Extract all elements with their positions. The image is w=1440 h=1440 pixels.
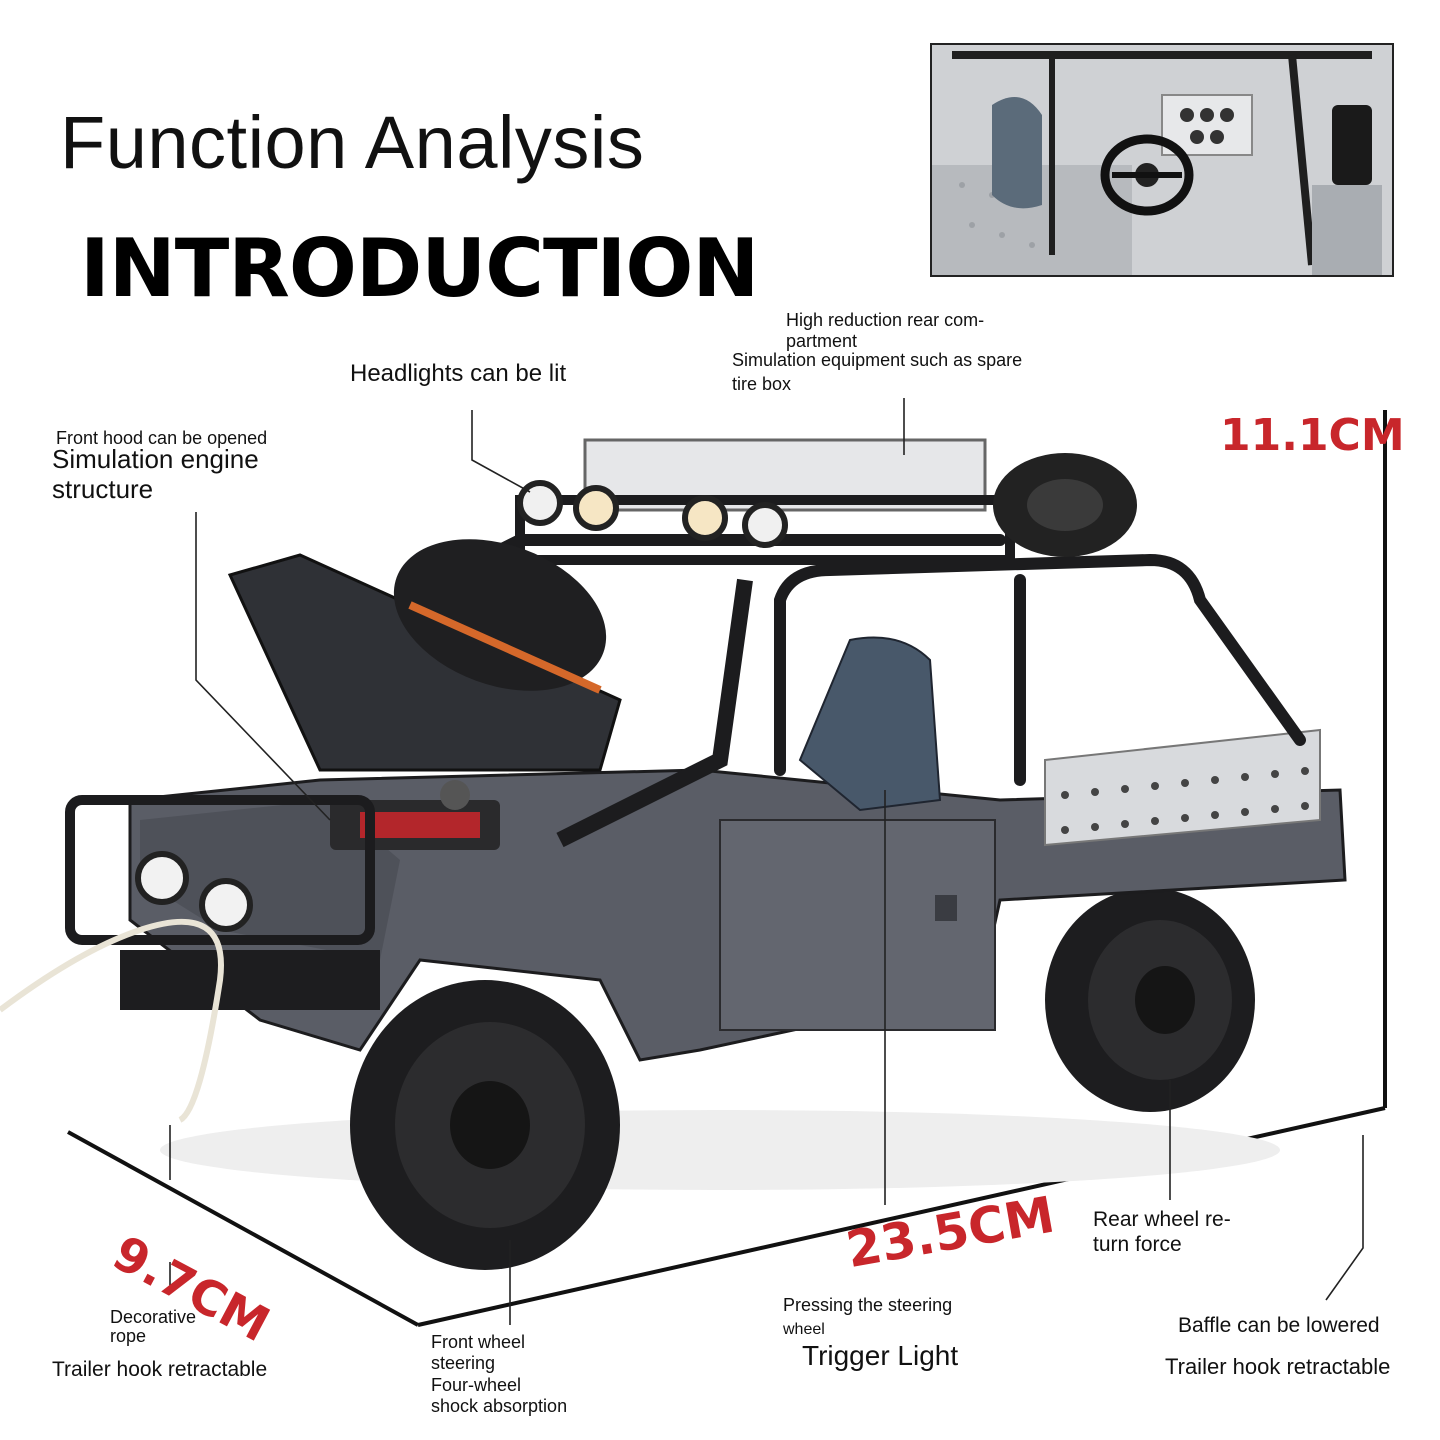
callout-rear-wheel-2: turn force [1093,1233,1182,1256]
headlight-icon [517,480,788,548]
leader-lines [169,398,1364,1325]
callout-front-wheel-2: steering [431,1353,496,1373]
callout-rear-compartment-2: partment [786,331,858,351]
callout-steering-press-2: wheel [783,1321,825,1338]
callout-trailer-hook-right: Trailer hook retractable [1165,1354,1391,1379]
callout-decorative-rope-2: rope [110,1326,147,1346]
wheel-icon [350,980,620,1270]
callout-four-wheel-1: Four-wheel [431,1375,522,1395]
interior-inset-image [930,43,1394,277]
callout-headlights: Headlights can be lit [350,360,567,387]
page-title-function-analysis: Function Analysis [60,101,645,184]
callout-rear-wheel-1: Rear wheel re- [1093,1208,1231,1231]
callout-trigger-light: Trigger Light [802,1340,959,1371]
callout-front-hood: Front hood can be opened [56,428,268,448]
callout-spare-tire-2: tire box [732,374,792,394]
steering-wheel-icon [1100,134,1194,216]
callout-baffle: Baffle can be lowered [1178,1314,1380,1337]
page-title-introduction: INTRODUCTION [80,222,759,315]
callout-four-wheel-2: shock absorption [431,1396,568,1416]
open-hood [227,553,622,772]
callout-engine-1: Simulation engine [52,444,259,474]
callout-steering-press-1: Pressing the steering [783,1295,953,1315]
wheel-icon [1045,888,1255,1112]
callout-engine-2: structure [52,474,154,504]
callout-decorative-rope-1: Decorative [110,1307,197,1327]
callout-rear-compartment-1: High reduction rear com- [786,310,985,330]
callout-trailer-hook-left: Trailer hook retractable [52,1358,268,1381]
callout-spare-tire-1: Simulation equipment such as spare [732,350,1023,370]
seat-icon [992,97,1042,209]
height-dimension: 11.1CM [1220,410,1405,461]
callout-front-wheel-1: Front wheel [431,1332,526,1352]
